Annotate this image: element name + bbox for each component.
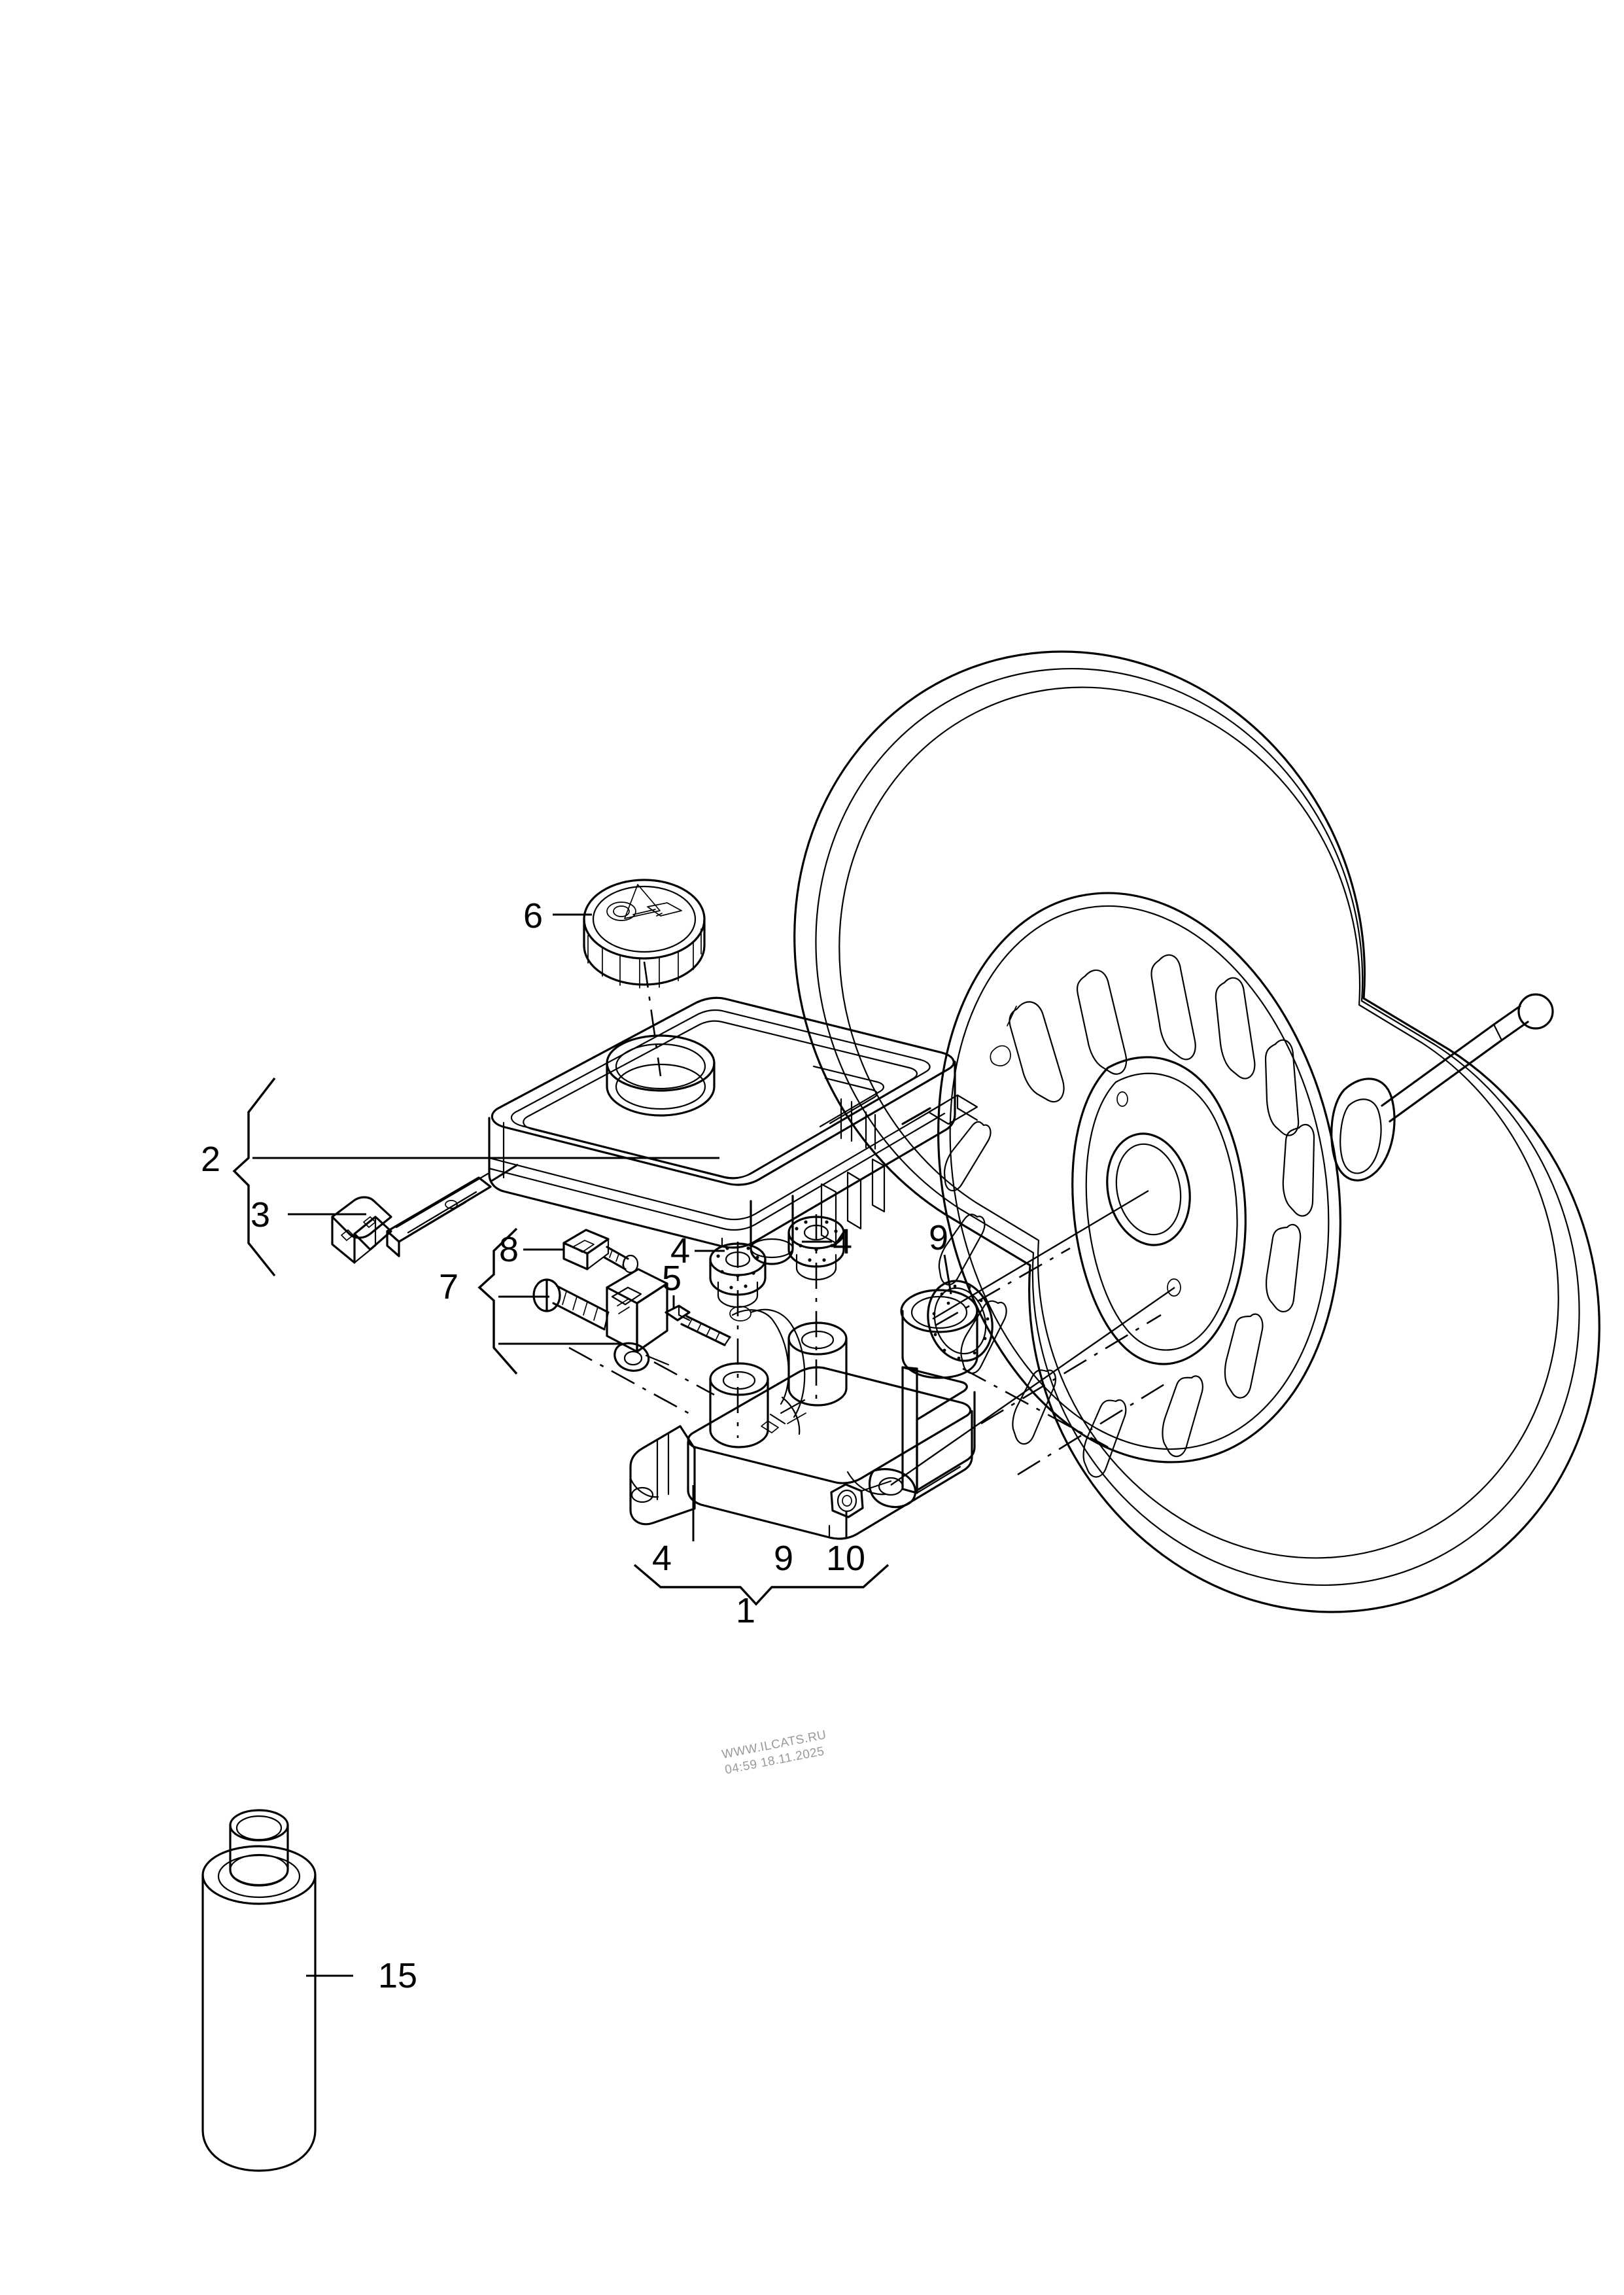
servo-pushrod — [1330, 993, 1554, 1182]
manual-book-icon — [647, 902, 682, 917]
lug-centreline — [890, 1287, 1175, 1486]
servo-centreline — [932, 1189, 1149, 1320]
cap-knurling — [587, 928, 702, 989]
reservoir-port-towers — [709, 1322, 848, 1448]
sealing-ring-axis — [962, 1367, 1109, 1448]
callout-8: 8 — [499, 1230, 519, 1269]
callout-5: 5 — [662, 1259, 682, 1298]
sealing-grommets — [709, 1214, 845, 1438]
reservoir-filler-cap — [583, 879, 706, 1077]
callout-4-left: 4 — [670, 1231, 690, 1270]
fluid-reservoir — [488, 996, 978, 1265]
bracket-to-body-axis — [568, 1346, 694, 1417]
leader-9-ring — [943, 1254, 952, 1295]
callout-6: 6 — [523, 896, 543, 936]
reservoir-filler-neck — [606, 1034, 716, 1117]
warning-triangle-icon — [624, 884, 661, 919]
servo-vent-slots — [938, 954, 1315, 1478]
callout-10: 10 — [826, 1539, 865, 1578]
flange-axis — [980, 1314, 1162, 1425]
callout-2: 2 — [201, 1140, 220, 1179]
bracket-bolt — [532, 1278, 610, 1331]
brake-fluid-level-sender — [562, 1229, 639, 1274]
callout-numbers: 1 2 3 4 4 4 5 6 7 8 9 9 10 15 — [201, 896, 948, 1995]
brake-master-cylinder — [629, 1289, 978, 1540]
callout-15: 15 — [378, 1956, 417, 1995]
brake-fluid-bottle — [201, 1809, 317, 2172]
callout-3: 3 — [251, 1195, 270, 1235]
bracket-group-2 — [232, 1077, 719, 1277]
bracket-group-7 — [477, 1227, 621, 1375]
sensor-bracket-kit — [532, 1229, 715, 1396]
brake-servo — [793, 650, 1600, 1613]
reservoir-retaining-strip — [331, 1163, 519, 1264]
cap-assembly-axis — [643, 961, 662, 1077]
callout-9-ring: 9 — [929, 1218, 948, 1257]
lower-flange-axis — [1017, 1379, 1171, 1476]
callout-7: 7 — [439, 1267, 458, 1306]
callout-4-lower: 4 — [652, 1539, 672, 1578]
callout-4-right: 4 — [833, 1222, 852, 1261]
servo-to-cylinder-axis — [935, 1247, 1071, 1327]
callout-1: 1 — [736, 1591, 755, 1630]
fixing-screw — [665, 1305, 731, 1346]
callout-9-lower: 9 — [774, 1539, 793, 1578]
grommet-stipple-right — [795, 1220, 838, 1262]
grommet-right — [787, 1214, 845, 1400]
bracket-assembly-axis — [653, 1361, 715, 1396]
sealing-ring-stipple — [932, 1284, 990, 1360]
grommet-stipple-left — [716, 1246, 759, 1289]
watermark: WWW.ILCATS.RU 04:59 18.11.2025 — [721, 1728, 827, 1777]
sealing-ring — [927, 1280, 993, 1362]
mounting-bracket — [606, 1268, 670, 1372]
bracket-group-1 — [633, 1564, 890, 1606]
grommet-left — [709, 1242, 767, 1438]
